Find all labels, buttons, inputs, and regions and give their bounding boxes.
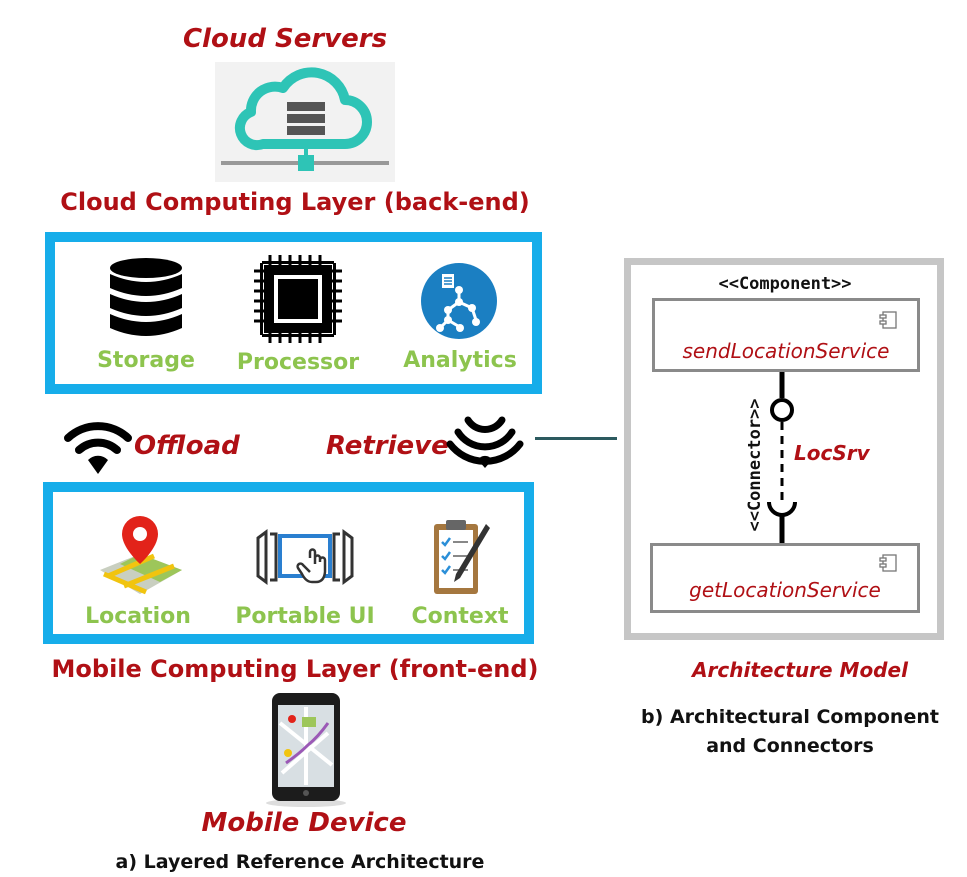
architecture-model-title: Architecture Model xyxy=(692,658,908,682)
mobile-layer-box xyxy=(43,482,534,644)
portable-ui-icon xyxy=(256,529,354,585)
architecture-model-frame xyxy=(624,258,944,640)
cloud-item-storage: Storage xyxy=(97,348,195,373)
uml-component-icon xyxy=(879,554,897,572)
cloud-item-processor: Processor xyxy=(236,350,360,375)
cloud-servers-label: Cloud Servers xyxy=(182,24,388,54)
caption-left: a) Layered Reference Architecture xyxy=(115,851,485,873)
get-component-name: getLocationService xyxy=(689,578,881,602)
caption-right-line2: and Connectors xyxy=(706,735,874,757)
retrieve-label: Retrieve xyxy=(326,431,449,461)
mobile-item-portable-ui: Portable UI xyxy=(235,604,375,629)
send-component-name: sendLocationService xyxy=(682,339,890,363)
cloud-item-analytics: Analytics xyxy=(403,348,517,373)
connector-name: LocSrv xyxy=(794,441,870,465)
model-link-line xyxy=(535,437,617,440)
cloud-layer-title: Cloud Computing Layer (back-end) xyxy=(60,188,530,216)
processor-chip-icon xyxy=(254,255,342,343)
wifi-icon xyxy=(64,422,132,474)
database-icon xyxy=(110,258,182,336)
checklist-icon xyxy=(434,520,490,594)
mobile-device-label: Mobile Device xyxy=(201,808,407,838)
analytics-icon xyxy=(421,263,497,339)
signal-broadcast-icon xyxy=(446,416,524,468)
send-location-component: sendLocationService xyxy=(652,298,920,372)
cloud-layer-box xyxy=(45,232,542,394)
mobile-item-location: Location xyxy=(85,604,191,629)
uml-component-icon xyxy=(879,311,897,329)
cloud-server-icon xyxy=(215,62,395,182)
caption-right-line1: b) Architectural Component xyxy=(641,706,939,728)
mobile-item-context: Context xyxy=(411,604,509,629)
connector-graphic xyxy=(767,372,797,546)
get-location-component: getLocationService xyxy=(650,543,920,613)
smartphone-icon xyxy=(266,693,346,807)
offload-label: Offload xyxy=(134,431,240,461)
mobile-layer-title: Mobile Computing Layer (front-end) xyxy=(51,655,539,683)
component-stereotype: <<Component>> xyxy=(718,274,852,294)
location-map-icon xyxy=(100,516,182,595)
connector-stereotype: <<Connector>> xyxy=(745,398,765,532)
